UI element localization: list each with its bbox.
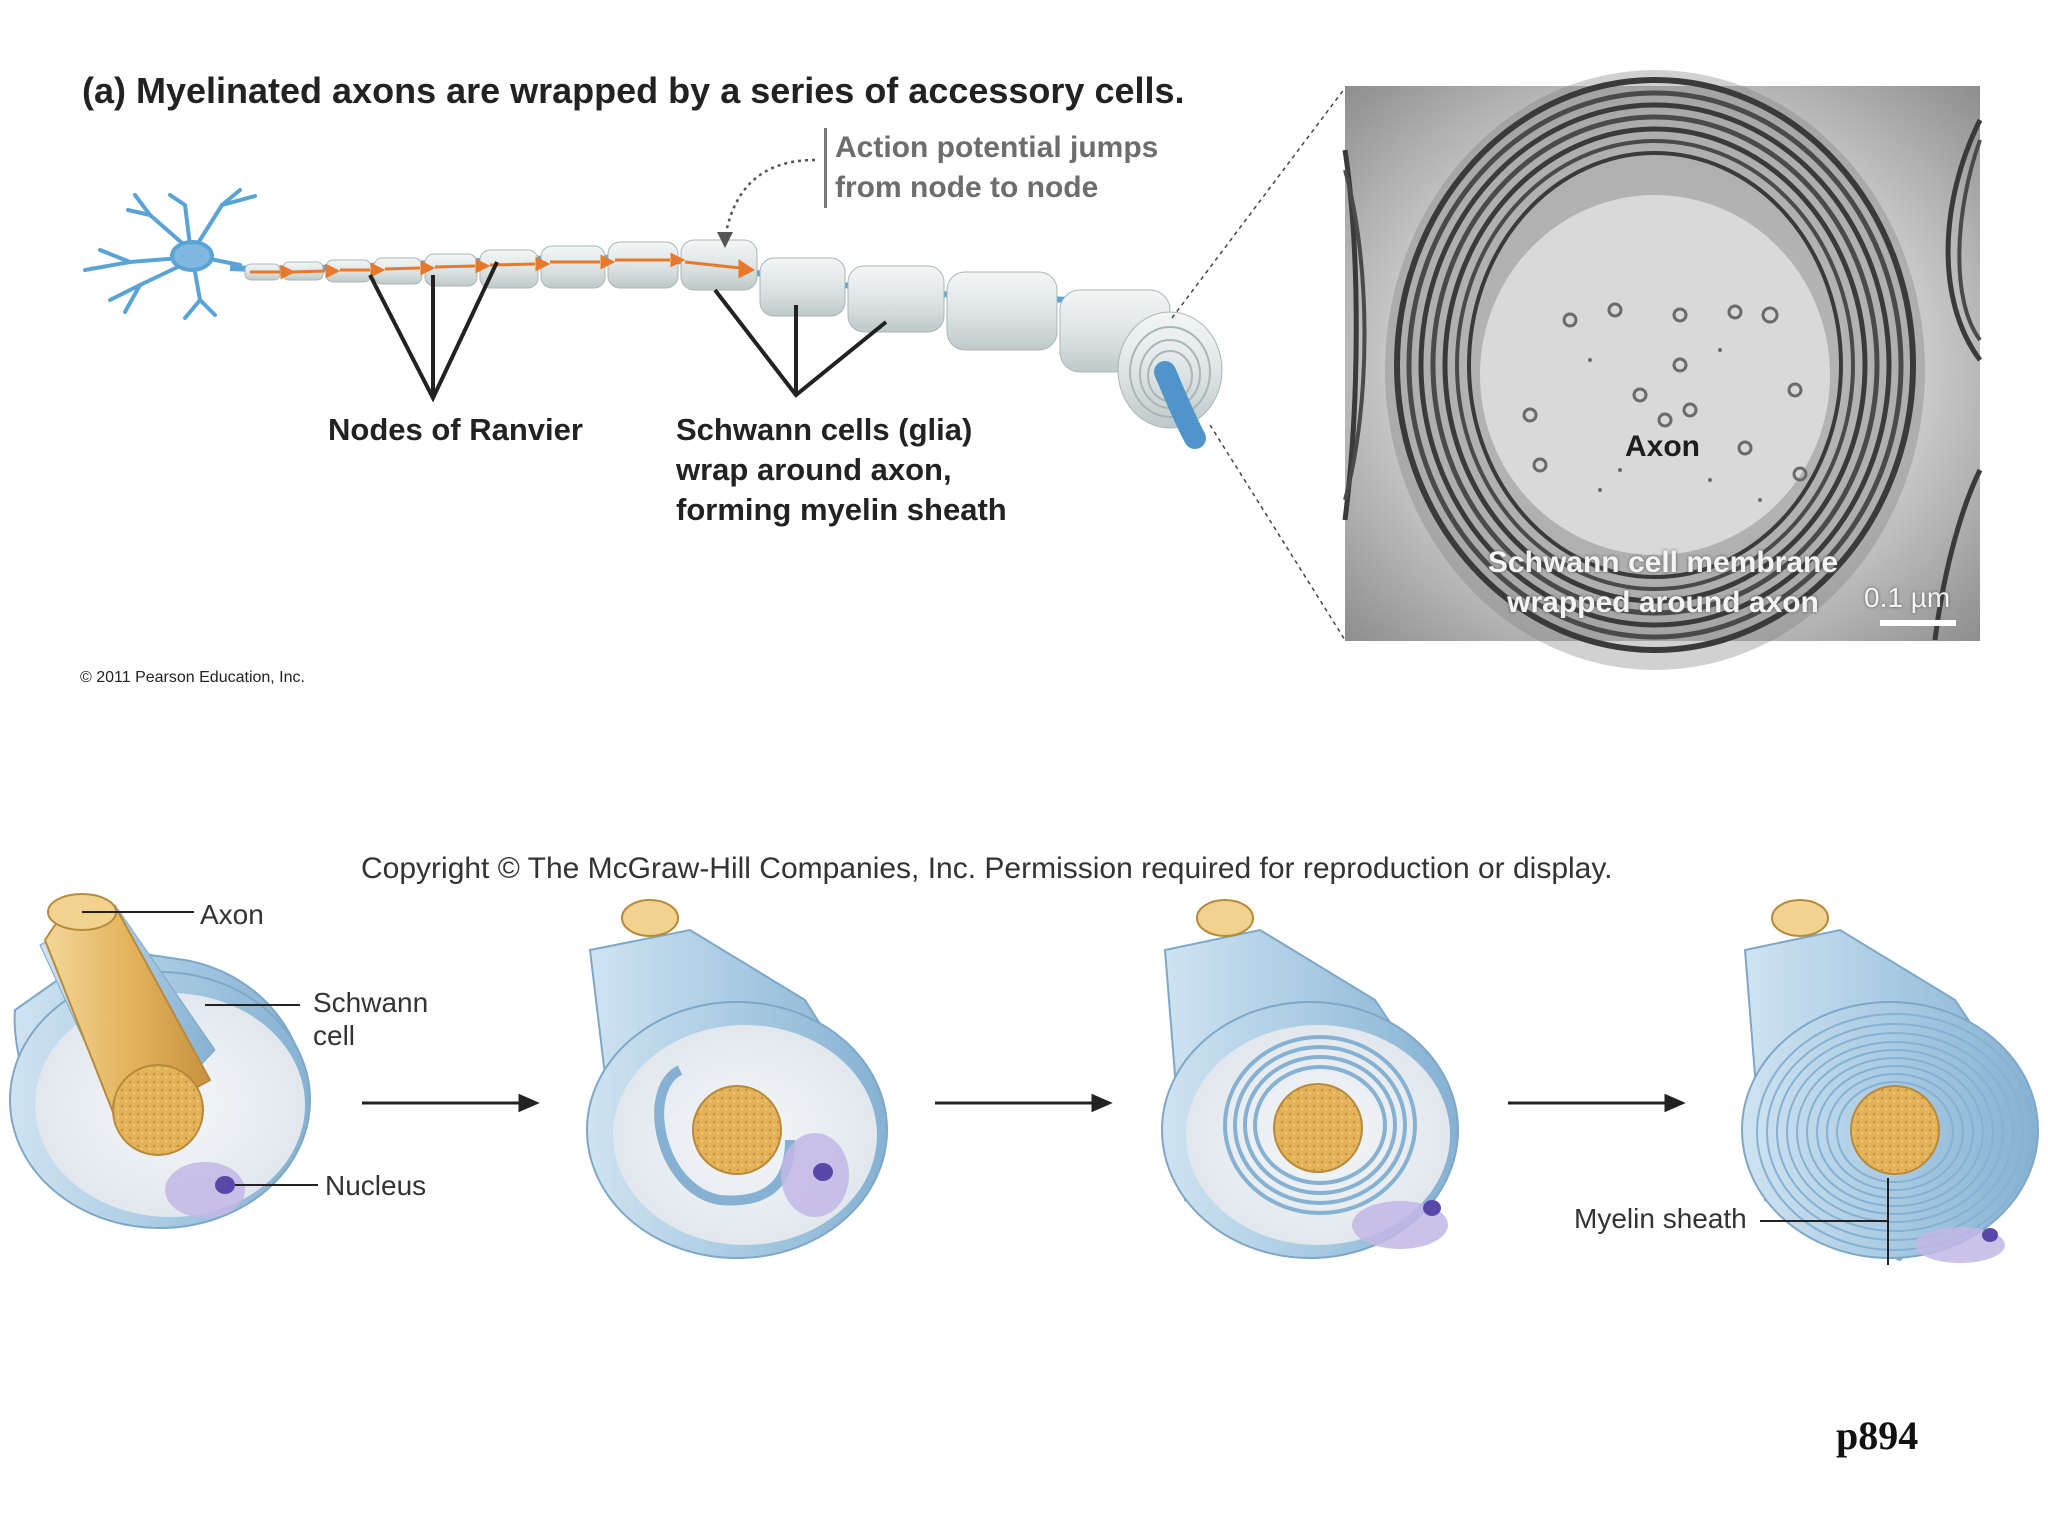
mcgraw-hill-copyright: Copyright © The McGraw-Hill Companies, I…	[361, 852, 1613, 885]
neuron-cell-body	[83, 188, 257, 320]
schwann-stage-1	[9, 893, 311, 1229]
micrograph-axon-label: Axon	[1625, 430, 1700, 463]
schwann-cells-label: Schwann cells (glia) wrap around axon, f…	[676, 410, 1007, 530]
projection-line-bottom	[1209, 424, 1346, 641]
page-number: p894	[1836, 1413, 1919, 1458]
nucleus-label: Nucleus	[325, 1170, 427, 1201]
schwann-label-line-1: Schwann cells (glia)	[676, 412, 973, 447]
leader-lines	[368, 261, 888, 403]
membrane-line-1: Schwann cell membrane	[1487, 546, 1839, 579]
callout-line-1: Action potential jumps	[835, 131, 1159, 164]
pearson-copyright: © 2011 Pearson Education, Inc.	[80, 669, 305, 686]
callout-arrow	[723, 158, 816, 239]
schwann-cell-label: Schwann cell	[313, 986, 428, 1052]
projection-line-top	[1171, 87, 1346, 319]
stage-arrows	[362, 1093, 1686, 1113]
axon-label: Axon	[200, 899, 264, 930]
saltatory-arrows	[250, 252, 755, 280]
panel-a-title: (a) Myelinated axons are wrapped by a se…	[82, 70, 1185, 111]
myelin-leader-line	[1760, 1178, 1889, 1265]
micrograph-membrane-label: Schwann cell membrane wrapped around axo…	[1468, 543, 1858, 623]
action-potential-callout: Action potential jumps from node to node	[824, 128, 1158, 208]
myelinated-axon	[229, 239, 1223, 449]
callout-arrowhead	[717, 232, 733, 248]
electron-micrograph	[1342, 70, 1983, 670]
nodes-of-ranvier-label: Nodes of Ranvier	[328, 412, 583, 447]
schwann-cell-line-2: cell	[313, 1020, 356, 1051]
schwann-stage-4	[1741, 899, 2039, 1263]
schwann-cell-line-1: Schwann	[313, 987, 429, 1018]
myelin-sheath-label: Myelin sheath	[1574, 1203, 1747, 1234]
scale-bar	[1880, 620, 1956, 626]
schwann-stage-2	[586, 899, 888, 1259]
membrane-line-2: wrapped around axon	[1507, 586, 1819, 619]
scale-bar-label: 0.1 µm	[1864, 582, 1951, 613]
schwann-stage-3	[1161, 899, 1459, 1259]
callout-line-2: from node to node	[835, 171, 1099, 204]
schwann-label-line-3: forming myelin sheath	[676, 492, 1007, 527]
schwann-label-line-2: wrap around axon,	[676, 452, 952, 487]
